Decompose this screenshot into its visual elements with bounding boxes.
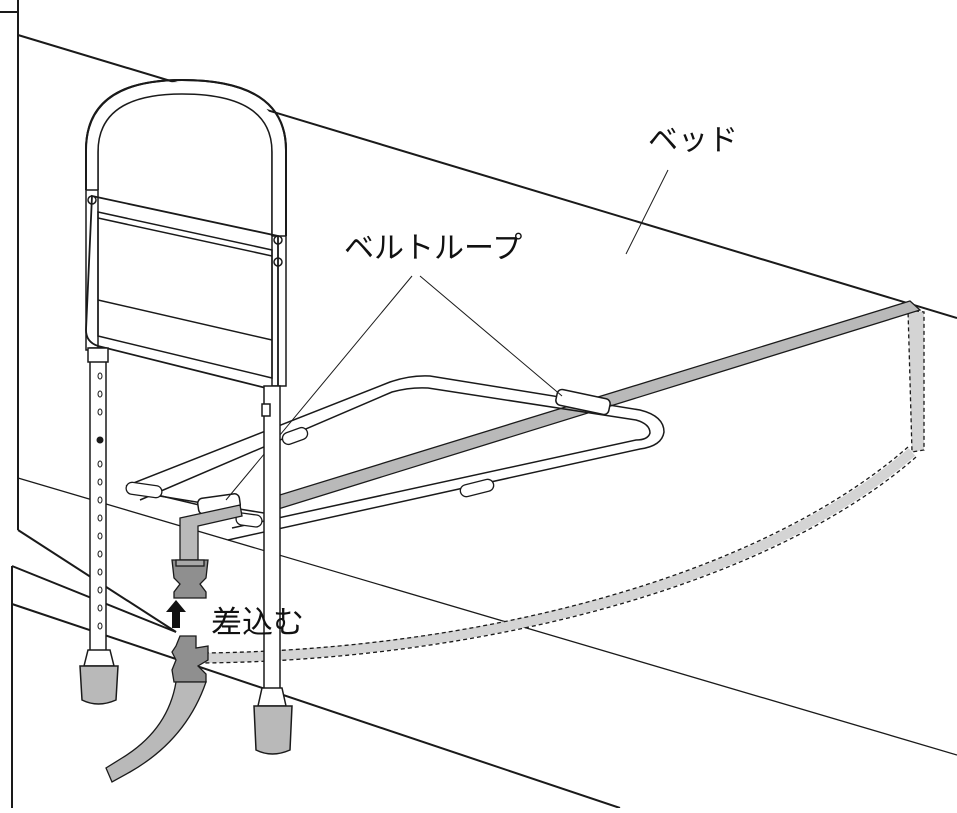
insert-arrow-icon: [166, 600, 186, 628]
rail-feet: [79, 649, 293, 755]
belt-strap-lower: [105, 681, 207, 783]
bed-label: ベッド: [648, 123, 738, 158]
handrail: [85, 78, 287, 707]
adjustment-holes: [96, 372, 104, 630]
insert-label: 差込む: [211, 605, 304, 641]
frame-sleeves: [125, 426, 495, 528]
bed-leader-line: [625, 169, 669, 255]
belt-loop-leader-lines: [225, 275, 563, 501]
belt-loop-back: [555, 388, 611, 416]
belt-loop-label: ベルトループ: [344, 231, 523, 266]
belt-strap-front: [179, 504, 243, 561]
bed-outline: [11, 34, 957, 809]
hidden-belt: [199, 309, 925, 664]
buckle-upper: [171, 559, 209, 599]
buckle-lower: [171, 635, 209, 683]
